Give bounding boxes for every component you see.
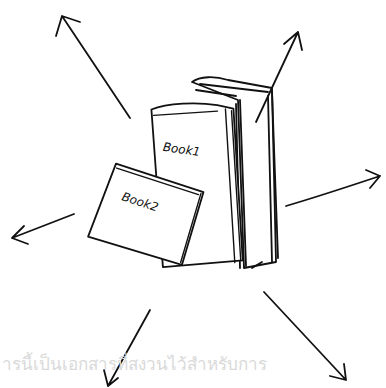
radiating-arrow [264, 292, 346, 380]
book-cover [88, 162, 205, 266]
radiating-arrow [104, 310, 150, 386]
book-pages [95, 166, 203, 262]
radiating-arrow [56, 16, 130, 118]
radiating-arrow [286, 170, 380, 206]
radiating-arrow [12, 214, 74, 244]
watermark-text: ารนี้เป็นเอกสารที่สงวนไว้สำหรับการ [2, 350, 267, 377]
radiating-arrow [256, 32, 302, 122]
